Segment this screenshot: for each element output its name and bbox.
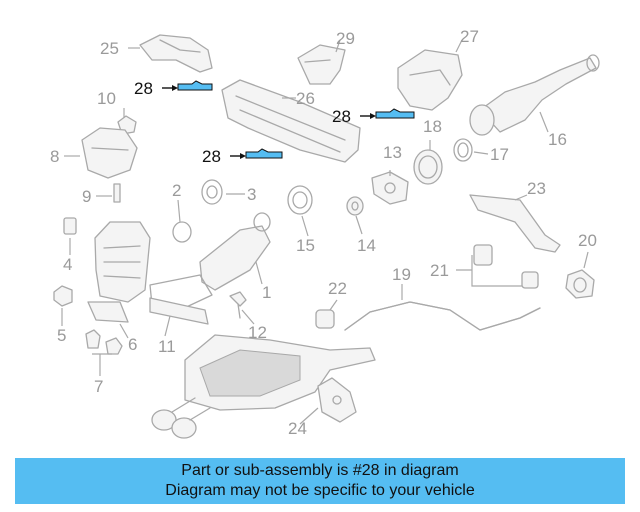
callout-28-labels: 28 28 28 xyxy=(134,79,351,166)
callout-28-a: 28 xyxy=(134,79,153,98)
part-28-marker-1 xyxy=(162,80,213,91)
callout-18: 18 xyxy=(423,117,442,136)
callout-19: 19 xyxy=(392,265,411,284)
callout-9: 9 xyxy=(82,187,91,206)
callout-28-b: 28 xyxy=(332,107,351,126)
callout-12: 12 xyxy=(248,323,267,342)
part-25-heat-shield xyxy=(221,79,361,163)
callout-23: 23 xyxy=(527,179,546,198)
part-3-ring xyxy=(201,179,223,205)
callout-4: 4 xyxy=(63,255,72,274)
part-19-pipe xyxy=(344,301,541,331)
part-7-nuts xyxy=(85,329,123,355)
callout-26: 25 xyxy=(100,39,119,58)
callout-7: 7 xyxy=(94,377,103,396)
part-9-stud xyxy=(113,183,121,203)
callout-16: 16 xyxy=(548,130,567,149)
callout-27: 27 xyxy=(460,27,479,46)
callout-labels: 25 29 27 10 26 18 16 17 8 13 2 3 9 23 15… xyxy=(50,27,597,438)
part-16-converter xyxy=(469,54,600,136)
callout-2: 2 xyxy=(172,181,181,200)
part-rear-muffler xyxy=(151,334,376,439)
part-4-bracket xyxy=(63,217,77,235)
callout-25: 26 xyxy=(296,89,315,108)
part-manifold xyxy=(94,221,151,303)
part-18-clamp xyxy=(413,149,443,185)
part-8-shield xyxy=(81,127,138,179)
callout-21: 21 xyxy=(430,261,449,280)
part-21-mounts xyxy=(473,244,539,289)
part-23-heat-shield xyxy=(469,194,561,253)
callout-14: 14 xyxy=(357,236,376,255)
part-11-flex-pipe xyxy=(149,297,209,325)
part-1-converter xyxy=(149,212,271,311)
part-22-hanger xyxy=(315,309,335,329)
callout-8: 8 xyxy=(50,147,59,166)
callout-1: 1 xyxy=(262,283,271,302)
banner-line-1: Part or sub-assembly is #28 in diagram xyxy=(181,462,459,479)
part-27-shield xyxy=(397,49,463,111)
part-12-bolt xyxy=(229,291,247,319)
part-13-bracket xyxy=(371,171,409,205)
callout-6: 6 xyxy=(128,335,137,354)
part-28-marker-3 xyxy=(230,148,283,159)
part-15-gasket xyxy=(287,185,313,215)
part-20-hanger xyxy=(565,269,595,299)
part-24-bracket xyxy=(317,377,357,423)
callout-13: 13 xyxy=(383,143,402,162)
info-banner: Part or sub-assembly is #28 in diagram D… xyxy=(15,458,625,504)
part-17-gasket xyxy=(453,138,473,162)
part-29-shield xyxy=(297,44,346,85)
callout-11: 11 xyxy=(158,337,176,356)
part-6-gasket xyxy=(87,301,129,323)
callout-29: 29 xyxy=(336,29,355,48)
callout-24: 24 xyxy=(288,419,307,438)
part-14-grommet xyxy=(346,196,364,216)
leader-lines xyxy=(61,39,589,425)
callout-28-c: 28 xyxy=(202,147,221,166)
callout-20: 20 xyxy=(578,231,597,250)
part-2-gasket xyxy=(172,221,192,243)
part-5-nut xyxy=(53,285,73,307)
callout-17: 17 xyxy=(490,145,509,164)
callout-5: 5 xyxy=(57,326,66,345)
callout-22: 22 xyxy=(328,279,347,298)
part-26-heat-shield xyxy=(139,34,213,73)
callout-15: 15 xyxy=(296,236,315,255)
banner-line-2: Diagram may not be specific to your vehi… xyxy=(165,482,475,499)
part-28-marker-2 xyxy=(360,108,415,119)
callout-10: 10 xyxy=(97,89,116,108)
callout-3: 3 xyxy=(247,185,256,204)
